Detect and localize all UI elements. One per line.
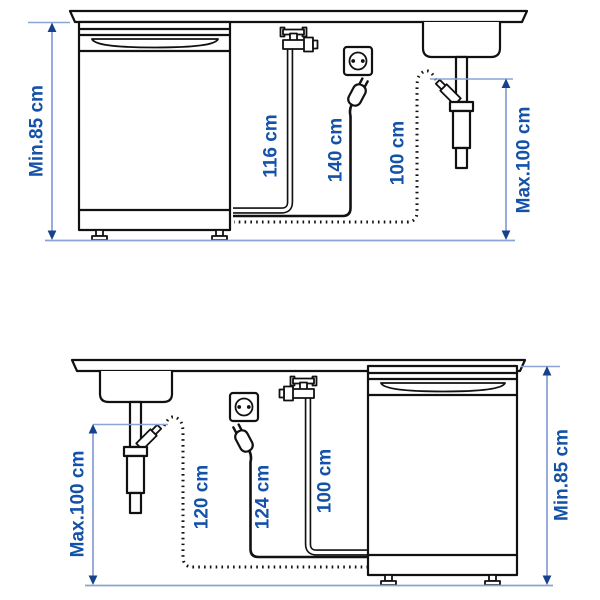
height-measure-left: Min.85 cm [27, 21, 70, 240]
power-socket-icon [342, 45, 374, 77]
supply-pipe-line [233, 49, 294, 214]
water-tap-icon [278, 375, 318, 402]
sink-icon [98, 371, 174, 404]
drain-height-measure-left: Max.100 cm [68, 423, 168, 585]
countertop [68, 9, 529, 24]
power-plug-icon [232, 423, 254, 453]
drain-standpipe-icon [434, 55, 475, 170]
dishwasher-icon [366, 364, 519, 586]
diagram-bottom: Max.100 cm Min.85 cm 120 cm 124 cm 100 c… [68, 358, 573, 587]
power-cord-length-label: 140 cm [326, 118, 347, 182]
dishwasher-feet [380, 574, 501, 586]
supply-hose-length-label: 116 cm [261, 114, 282, 177]
sink-icon [421, 22, 502, 59]
drain-hose-dotted-icon [162, 415, 367, 569]
supply-pipe-line [304, 398, 368, 556]
drain-hose-length-label: 120 cm [192, 465, 213, 529]
supply-hose-length-label: 100 cm [315, 449, 336, 513]
drain-height-measure-right: Max.100 cm [430, 78, 535, 240]
power-socket-icon [228, 391, 260, 423]
dishwasher-feet [91, 229, 228, 241]
drain-standpipe-icon [122, 400, 163, 515]
power-cord-line [233, 103, 354, 218]
power-cord-line [247, 449, 368, 559]
height-measure-right: Min.85 cm [521, 365, 573, 585]
dishwasher-icon [77, 20, 232, 241]
water-tap-icon [279, 26, 319, 53]
power-cord-length-label: 124 cm [253, 465, 274, 529]
drain-height-measure-left-label: Max.100 cm [68, 451, 89, 558]
drain-hose-length-label: 100 cm [388, 121, 409, 185]
height-measure-right-label: Min.85 cm [552, 429, 573, 521]
height-measure-left-label: Min.85 cm [27, 85, 48, 177]
diagram-top: Min.85 cm Max.100 cm 116 cm 140 cm 100 c… [27, 9, 535, 242]
drain-height-measure-right-label: Max.100 cm [514, 107, 535, 214]
drain-hose-dotted-icon [234, 69, 438, 224]
power-plug-icon [347, 77, 369, 107]
